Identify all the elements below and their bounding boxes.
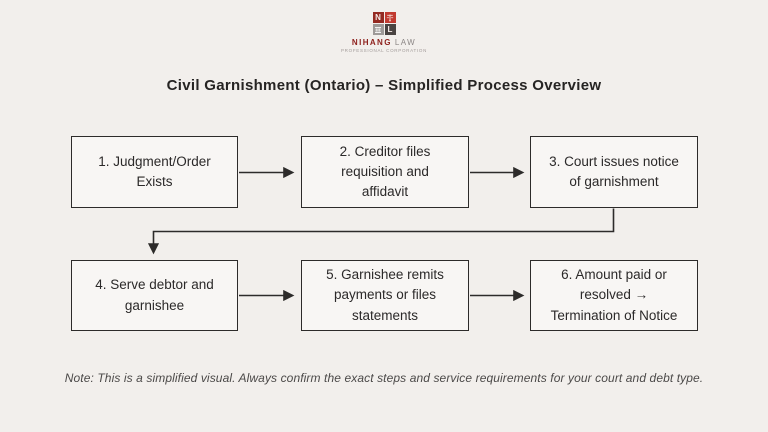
logo-tagline: PROFESSIONAL CORPORATION [340, 48, 428, 53]
process-box-6-label: 6. Amount paid or resolved → Termination… [550, 267, 678, 323]
footnote: Note: This is a simplified visual. Alway… [64, 371, 704, 385]
process-box-2: 2. Creditor files requisition and affida… [301, 136, 469, 208]
brand-suffix: LAW [394, 38, 417, 47]
process-box-5-label: 5. Garnishee remits payments or files st… [326, 267, 444, 323]
process-box-1-label: 1. Judgment/Order Exists [98, 153, 211, 189]
logo-cell-l: L [384, 24, 396, 35]
process-box-4-label: 4. Serve debtor and garnishee [95, 277, 214, 313]
logo-mark: N L [372, 12, 396, 35]
process-box-5: 5. Garnishee remits payments or files st… [301, 260, 469, 331]
process-box-2-label: 2. Creditor files requisition and affida… [339, 143, 431, 200]
scales-icon [384, 12, 396, 23]
process-box-1: 1. Judgment/Order Exists [71, 136, 238, 208]
process-box-4: 4. Serve debtor and garnishee [71, 260, 238, 331]
page-title: Civil Garnishment (Ontario) – Simplified… [166, 77, 602, 94]
connector-3-to-4 [147, 208, 615, 255]
brand-name: NIHANG [351, 38, 392, 47]
process-box-6: 6. Amount paid or resolved → Termination… [530, 260, 698, 331]
process-box-3: 3. Court issues notice of garnishment [530, 136, 698, 208]
process-box-3-label: 3. Court issues notice of garnishment [549, 153, 679, 189]
pillar-icon [372, 24, 384, 35]
logo-cell-n: N [372, 12, 384, 23]
